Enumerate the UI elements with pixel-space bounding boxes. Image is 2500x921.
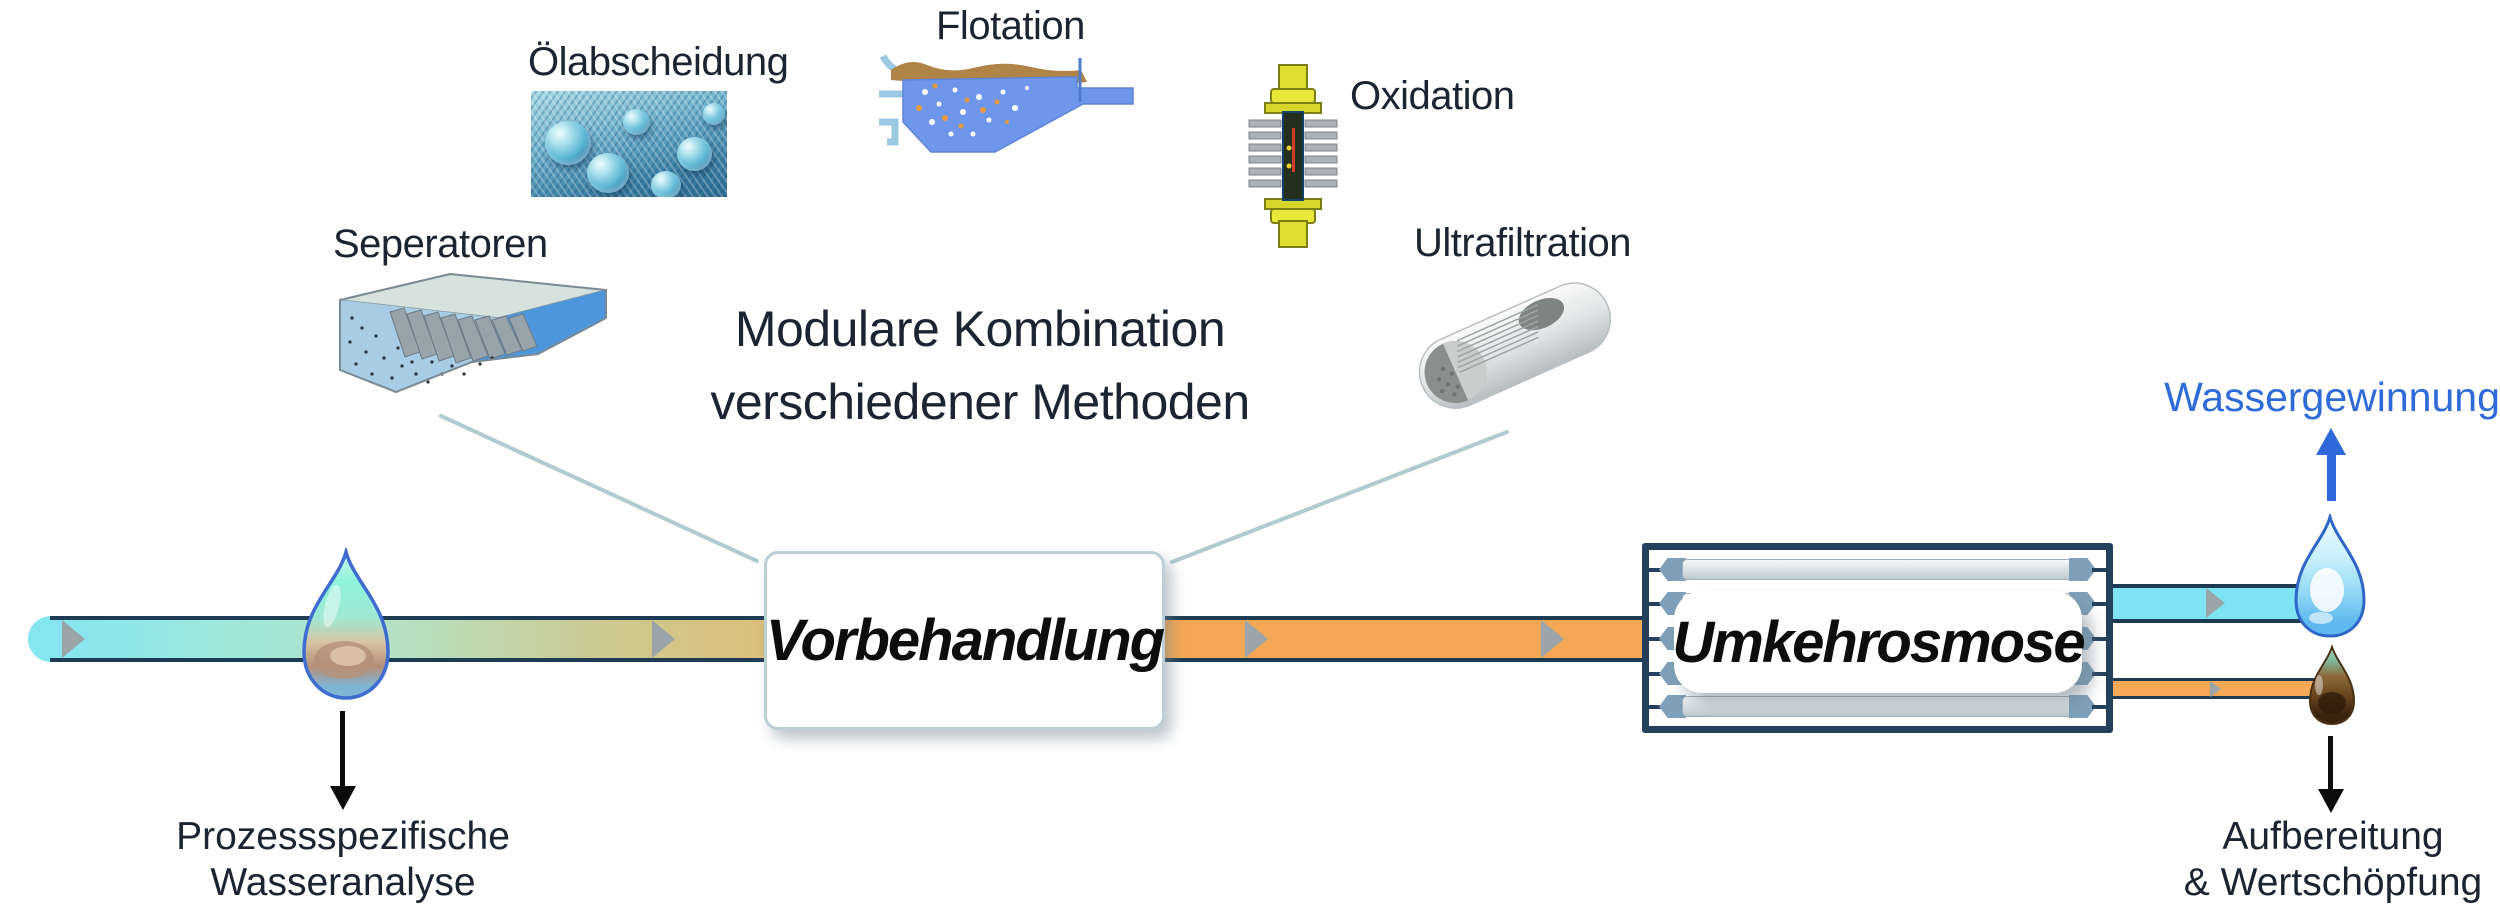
tube-cap [2069,695,2096,718]
valorization-arrow-line [2328,736,2333,792]
flow-arrow [2210,681,2221,697]
tube-stub [1649,672,1663,676]
clean-water-droplet [2294,514,2366,638]
water-recovery-arrow-line [2327,453,2336,501]
flow-arrow [62,620,85,658]
oil-droplet-bead [587,153,629,193]
tube-cap [2069,558,2096,581]
label-oxidation: Oxidation [1350,74,1515,118]
center-note-line2: verschiedener Methoden [710,374,1250,430]
flotation-image [879,54,1134,153]
oil-droplet-bead [545,121,591,165]
center-note: Modulare Kombination verschiedener Metho… [700,293,1260,439]
center-note-line1: Modulare Kombination [734,301,1226,357]
flow-arrow [1245,620,1268,658]
analysis-water-droplet [302,548,390,700]
valorization-arrow-head [2318,789,2344,813]
valorization-label-line1: Aufbereitung [2222,815,2444,858]
oil-separation-image [531,91,727,197]
oil-droplet-bead [703,103,725,125]
connector-line-left [439,414,759,563]
oil-droplet-bead [651,171,681,197]
analysis-arrow-line [340,711,345,789]
flow-arrow [1541,620,1564,658]
tube-stub [2092,705,2106,709]
separators-image [339,272,607,394]
reverse-osmosis-label-plate: Umkehrosmose [1672,591,2086,693]
tube-stub [1649,568,1663,572]
pretreatment-box: Vorbehandlung [764,551,1165,730]
valorization-label-line2: & Wertschöpfung [2183,861,2483,904]
tube-stub [2092,568,2106,572]
tube-stub [2092,672,2106,676]
analysis-label-line1: Prozessspezifische [176,815,510,858]
label-ultrafiltration: Ultrafiltration [1414,221,1632,265]
membrane-tube [1649,558,2106,581]
tube-stub [1649,637,1663,641]
valorization-label: Aufbereitung & Wertschöpfung [2166,814,2500,906]
analysis-label-line2: Wasseranalyse [210,861,476,904]
reverse-osmosis-box: Umkehrosmose [1642,543,2113,733]
water-recovery-arrow-head [2316,428,2346,455]
reverse-osmosis-label: Umkehrosmose [1672,609,2085,675]
tube-cap [1659,558,1686,581]
flow-arrow [2206,588,2225,618]
reverse-osmosis-tubes: Umkehrosmose [1649,550,2106,726]
tube-cap [1659,695,1686,718]
analysis-arrow-head [330,786,356,810]
oil-droplet-bead [623,109,650,135]
label-oil-separation: Ölabscheidung [528,40,789,84]
tube-stub [2092,637,2106,641]
tube-stub [1649,705,1663,709]
ultrafiltration-image [1418,282,1612,409]
oil-droplet-bead [677,137,712,171]
concentrate-droplet [2308,645,2356,726]
water-recovery-label: Wassergewinnung [2164,374,2500,420]
tube-stub [2092,602,2106,606]
tube-body [1682,696,2073,717]
label-separators: Seperatoren [333,222,548,266]
oxidation-image [1248,64,1338,248]
analysis-label: Prozessspezifische Wasseranalyse [143,814,543,906]
connector-line-right [1170,430,1509,564]
tube-stub [1649,602,1663,606]
flow-arrow [652,620,675,658]
membrane-tube [1649,695,2106,718]
label-flotation: Flotation [936,4,1085,48]
tube-body [1682,559,2073,580]
pretreatment-label: Vorbehandlung [765,608,1165,673]
